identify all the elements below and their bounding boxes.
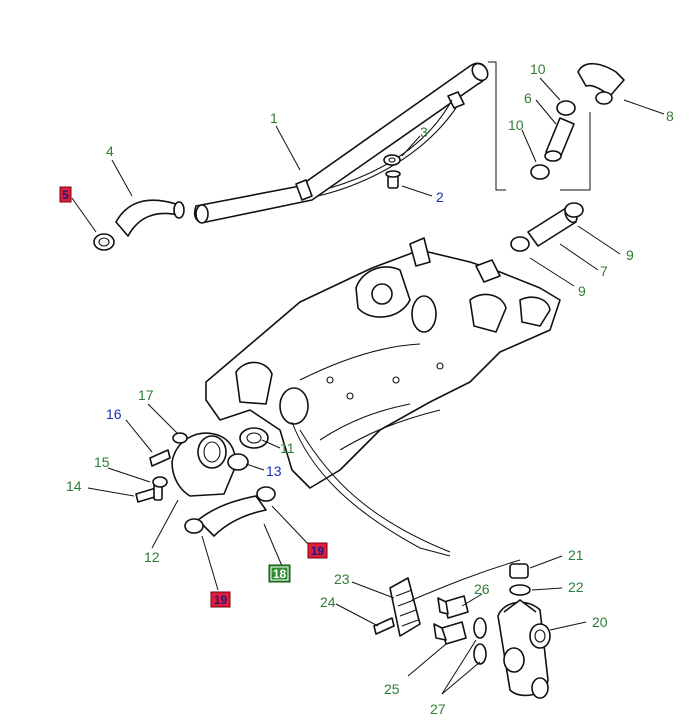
hose-clip-9-upper	[564, 202, 584, 218]
callout-14: 14	[66, 478, 82, 494]
gasket-13	[227, 453, 249, 471]
boxed-callout-19-upper: 19	[307, 542, 328, 559]
bracket-outline	[488, 61, 591, 191]
callout-9a: 9	[626, 247, 634, 263]
hose-6	[544, 117, 575, 162]
callout-labels: 1 2 3 4 6 7 8 9 9 10 10 11 12 13 14 15 1…	[66, 61, 674, 717]
callout-23: 23	[334, 571, 350, 587]
svg-text:18: 18	[273, 567, 287, 581]
coolant-pipe	[193, 62, 489, 224]
thermostat-housing-12	[171, 432, 236, 497]
callout-15: 15	[94, 454, 110, 470]
hose-clip-10-lower	[530, 164, 550, 180]
callout-12: 12	[144, 549, 160, 565]
hose-clip-5	[93, 233, 115, 251]
hose-18	[197, 495, 267, 537]
callout-13: 13	[266, 463, 282, 479]
svg-text:19: 19	[214, 593, 228, 607]
hose-clip-19-upper	[256, 486, 276, 502]
boxed-callout-5: 5	[59, 186, 72, 203]
hose-clip-9-lower	[510, 236, 530, 252]
hose-4	[115, 199, 185, 237]
callout-22: 22	[568, 579, 584, 595]
washer-3	[383, 154, 401, 166]
boxed-callout-19-lower: 19	[210, 591, 231, 608]
callout-10b: 10	[508, 117, 524, 133]
hose-clip-10-upper	[556, 100, 576, 116]
plug-21	[509, 563, 529, 579]
elbow-hose-8	[577, 62, 625, 105]
washer-27-lower	[473, 643, 487, 665]
leader-lines	[71, 77, 665, 695]
screw-24	[373, 617, 395, 635]
thermostat-11	[239, 427, 269, 449]
bolt-2	[385, 170, 401, 189]
sensor-26	[437, 595, 469, 619]
callout-20: 20	[592, 614, 608, 630]
boxed-callout-18: 18	[268, 564, 291, 583]
callout-4: 4	[106, 143, 114, 159]
callout-8: 8	[666, 108, 674, 124]
callout-3: 3	[420, 124, 428, 140]
washer-27-upper	[473, 617, 487, 639]
callout-1: 1	[270, 110, 278, 126]
washer-15	[152, 476, 168, 488]
washer-22	[509, 584, 531, 596]
cable	[291, 421, 451, 557]
callout-10a: 10	[530, 61, 546, 77]
boxed-callouts: 5 19 19 18	[59, 186, 328, 608]
svg-text:5: 5	[62, 188, 69, 202]
washer-17	[172, 432, 188, 444]
callout-26: 26	[474, 581, 490, 597]
sensor-housing-20	[497, 599, 551, 699]
bolt-16	[149, 449, 171, 467]
callout-21: 21	[568, 547, 584, 563]
intake-manifold	[205, 237, 561, 489]
callout-9b: 9	[578, 283, 586, 299]
callout-24: 24	[320, 594, 336, 610]
hose-clip-19-lower	[184, 518, 204, 534]
callout-25: 25	[384, 681, 400, 697]
callout-7: 7	[600, 263, 608, 279]
callout-2: 2	[436, 189, 444, 205]
callout-27: 27	[430, 701, 446, 717]
svg-text:19: 19	[311, 544, 325, 558]
callout-16: 16	[106, 406, 122, 422]
bolt-14	[135, 483, 163, 503]
callout-6: 6	[524, 90, 532, 106]
callout-17: 17	[138, 387, 154, 403]
callout-11: 11	[280, 440, 295, 456]
sensor-25	[433, 621, 467, 645]
connector-23	[389, 577, 421, 637]
